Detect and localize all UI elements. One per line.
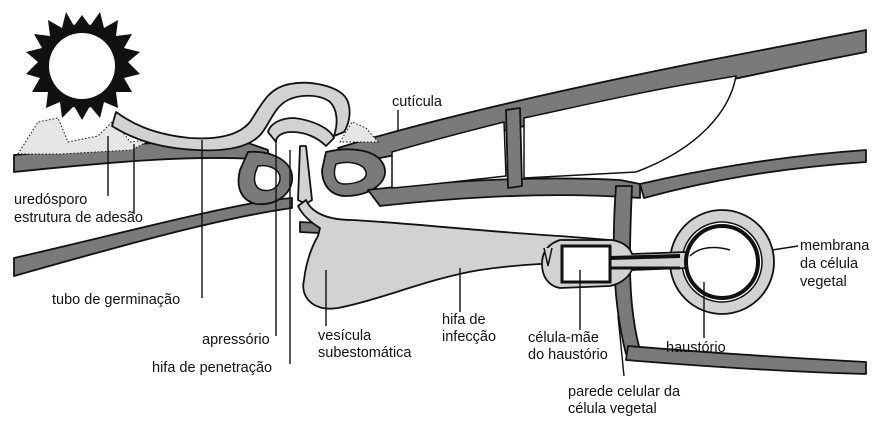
label-hifa-infeccao-1: hifa de xyxy=(442,312,486,328)
mother-cell-body xyxy=(562,246,610,282)
label-haustorio: haustório xyxy=(666,340,726,356)
label-tubo-germinacao: tubo de germinação xyxy=(52,292,180,308)
cell-wall-right-top xyxy=(640,150,866,198)
haustorium xyxy=(686,226,758,298)
label-membrana-2: da célula xyxy=(800,256,859,272)
cell-wall-lower-right xyxy=(626,346,866,374)
haustorial-neck xyxy=(610,256,680,258)
guard-cell-right-lumen xyxy=(334,162,366,184)
label-uredosporo: uredósporo xyxy=(14,192,87,208)
label-parede-1: parede celular da xyxy=(568,384,681,400)
label-membrana-1: membrana xyxy=(800,238,870,254)
label-hifa-infeccao-2: infecção xyxy=(442,329,496,345)
label-hifa-penetracao: hifa de penetração xyxy=(152,360,272,376)
label-membrana-3: vegetal xyxy=(800,274,847,290)
label-estrutura-adesao: estrutura de adesão xyxy=(14,210,143,226)
cell-wall-vertical xyxy=(506,108,522,188)
plant-tissue xyxy=(14,30,866,374)
label-celula-mae-2: do haustório xyxy=(528,347,608,363)
penetration-peg xyxy=(298,146,312,204)
leader-membrana xyxy=(772,246,798,250)
haustorium-body xyxy=(686,226,758,298)
label-apressorio: apressório xyxy=(202,332,270,348)
label-vesicula-1: vesícula xyxy=(318,328,372,344)
appressorium xyxy=(268,118,334,146)
germ-tube xyxy=(112,83,350,151)
label-vesicula-2: subestomática xyxy=(318,345,412,361)
urediniospore xyxy=(26,12,140,120)
label-celula-mae-1: célula-mãe xyxy=(528,330,599,346)
haustorial-mother-cell xyxy=(562,246,610,282)
spore-lumen xyxy=(49,33,115,99)
label-parede-2: célula vegetal xyxy=(568,401,657,417)
label-cuticula: cutícula xyxy=(392,94,443,110)
